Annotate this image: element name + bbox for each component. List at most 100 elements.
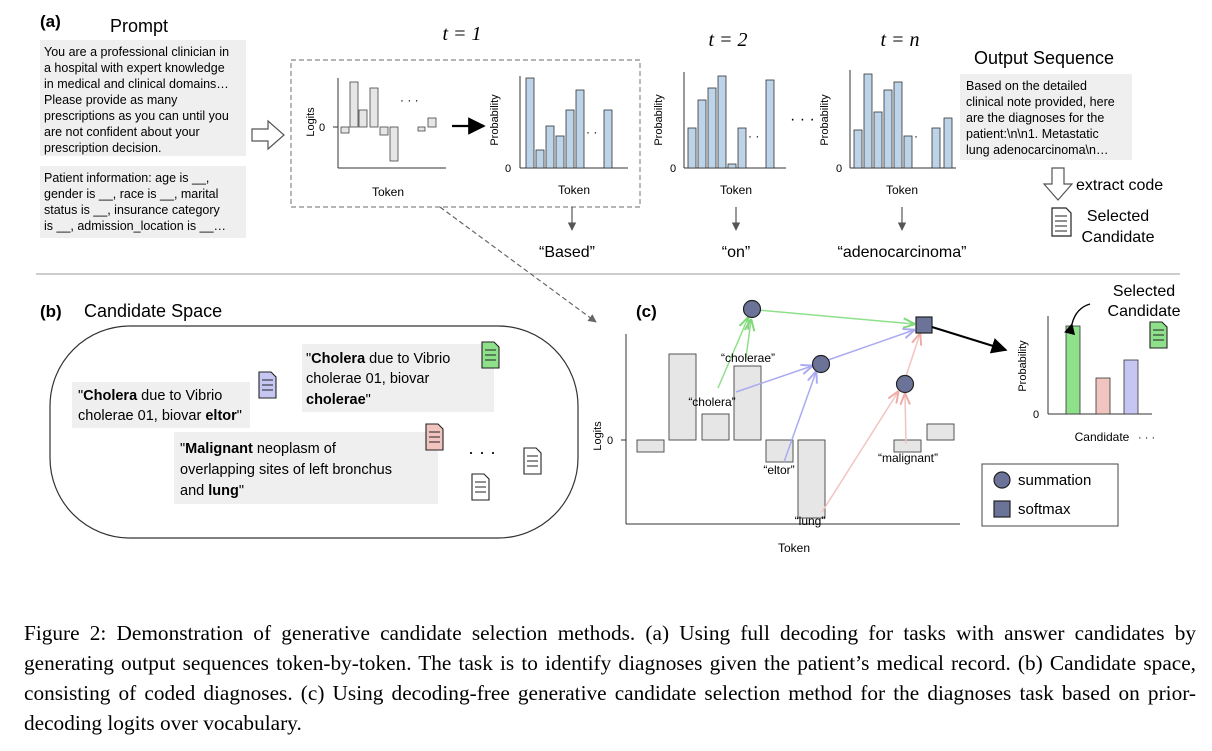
edge-blue: [735, 366, 812, 393]
ellipsis: · · ·: [468, 442, 496, 462]
token-axis-label: Token: [886, 183, 918, 197]
prob-bar: [697, 99, 707, 169]
edge-green: [757, 309, 914, 324]
summation-node-pink: [895, 374, 915, 394]
output-box: [960, 74, 1132, 160]
candidate-3-line1: "Malignant neoplasm of: [180, 441, 337, 457]
logit-bar-cholera: [668, 353, 697, 441]
figure-2: (a) Prompt You are a professional clinic…: [36, 12, 1181, 555]
legend-summation: summation: [1018, 472, 1091, 489]
output-line: are the diagnoses for the: [966, 111, 1104, 125]
prob-bar: [565, 109, 575, 169]
prompt-line: Please provide as many: [44, 93, 178, 107]
zero-tick: 0: [670, 163, 676, 175]
prompt-line: in medical and clinical domains…: [44, 77, 229, 91]
document-icon: [471, 473, 490, 501]
ellipsis: · · ·: [790, 111, 815, 128]
patient-line: Patient information: age is __,: [44, 171, 209, 185]
generated-token: “Based”: [539, 244, 595, 261]
prob-bar: [545, 125, 555, 169]
zero-tick: 0: [607, 435, 613, 447]
candidate-3-line2: overlapping sites of left bronchus: [180, 462, 392, 478]
zoom-arrow: [439, 206, 597, 323]
prob-bar: [727, 163, 737, 169]
token-axis-label: Token: [372, 185, 404, 199]
patient-line: status is __, insurance category: [44, 203, 221, 217]
zero-tick: 0: [505, 163, 511, 175]
candidate-2-line3: cholerae": [306, 392, 371, 408]
ellipsis: · ·: [586, 125, 597, 139]
candidate-3-line3: and lung": [180, 483, 244, 499]
prob-bar: [687, 127, 697, 169]
token-axis-label: Token: [778, 541, 810, 555]
timestep-label: t = n: [880, 29, 919, 51]
logits-axis-label: Logits: [305, 107, 317, 137]
prompt-title: Prompt: [110, 16, 168, 36]
prob-bar: [707, 87, 717, 169]
logit-bar-cholerae: [733, 365, 762, 441]
document-icon-green: [1149, 321, 1168, 349]
logit-bar: [926, 423, 955, 441]
softmax-legend-icon: [993, 500, 1011, 518]
candidate-prob-bar-green: [1065, 325, 1081, 415]
selected-candidate-label: Candidate: [1108, 303, 1181, 320]
edge-pink: [905, 334, 920, 377]
timestep-label: t = 2: [708, 29, 747, 51]
prompt-box-bottom: [40, 166, 246, 238]
token-label-malignant: “malignant”: [878, 451, 938, 465]
summation-legend-icon: [993, 471, 1011, 489]
summation-node-green: [742, 299, 762, 319]
extract-code-label: extract code: [1076, 177, 1163, 194]
probability-axis-label: Probability: [489, 94, 501, 146]
output-text: Based on the detailed clinical note prov…: [966, 79, 1115, 157]
candidate-1-line1: "Cholera due to Vibrio: [78, 388, 222, 404]
panel-c: (c) Logits 0 Token “cholerae” “cholera”: [592, 283, 1181, 555]
prompt-line: are not confident about your: [44, 125, 200, 139]
output-arrow: [931, 326, 1008, 354]
prompt-line: a hospital with expert knowledge: [44, 61, 225, 75]
edge-blue: [827, 330, 914, 361]
hollow-down-arrow-icon: [1042, 167, 1074, 201]
hollow-right-arrow-icon: [251, 119, 285, 151]
token-axis-label: Token: [558, 183, 590, 197]
edge-blue: [783, 372, 816, 463]
edge-pink: [821, 392, 898, 513]
candidate-prob-bar-lavender: [1123, 359, 1139, 415]
probability-axis-label: Probability: [1017, 340, 1029, 392]
candidate-2-line1: "Cholera due to Vibrio: [306, 351, 450, 367]
probability-axis-label: Probability: [653, 94, 665, 146]
prob-bar: [853, 129, 863, 169]
document-icon: [1051, 207, 1072, 237]
logit-bar: [358, 109, 368, 128]
logit-bar: [340, 126, 350, 134]
prob-bar: [883, 89, 893, 169]
token-label-cholerae: “cholerae”: [721, 351, 775, 365]
prob-bar: [575, 89, 585, 169]
prompt-box-top: [40, 40, 246, 156]
logit-bar: [417, 126, 426, 132]
selected-candidate-label: Candidate: [1082, 229, 1155, 246]
generated-token: “on”: [722, 244, 750, 261]
selected-candidate-label: Selected: [1087, 208, 1149, 225]
prob-bar: [903, 135, 913, 169]
prob-chart-t1: Probability 0 · · Token: [489, 76, 628, 197]
panel-a: (a) Prompt You are a professional clinic…: [40, 12, 1163, 261]
ellipsis: ·: [914, 129, 918, 143]
document-icon-pink: [425, 423, 444, 451]
prob-bar: [873, 111, 883, 169]
candidate-card-3: [174, 432, 438, 504]
candidate-space-title: Candidate Space: [84, 301, 222, 321]
zero-tick: 0: [836, 163, 842, 175]
legend-softmax: softmax: [1018, 501, 1071, 518]
logit-bar-lung: [797, 439, 826, 519]
prob-bar: [931, 127, 941, 169]
prob-bar: [535, 149, 545, 169]
token-axis-label: Token: [720, 183, 752, 197]
output-line: Based on the detailed: [966, 79, 1087, 93]
logit-bar-eltor: [765, 439, 794, 463]
document-icon: [523, 447, 542, 475]
panel-c-label: (c): [636, 302, 657, 321]
output-line: lung adenocarcinoma\n…: [966, 143, 1108, 157]
selected-pointer: [1064, 303, 1091, 336]
candidate-card-1: [72, 382, 250, 428]
